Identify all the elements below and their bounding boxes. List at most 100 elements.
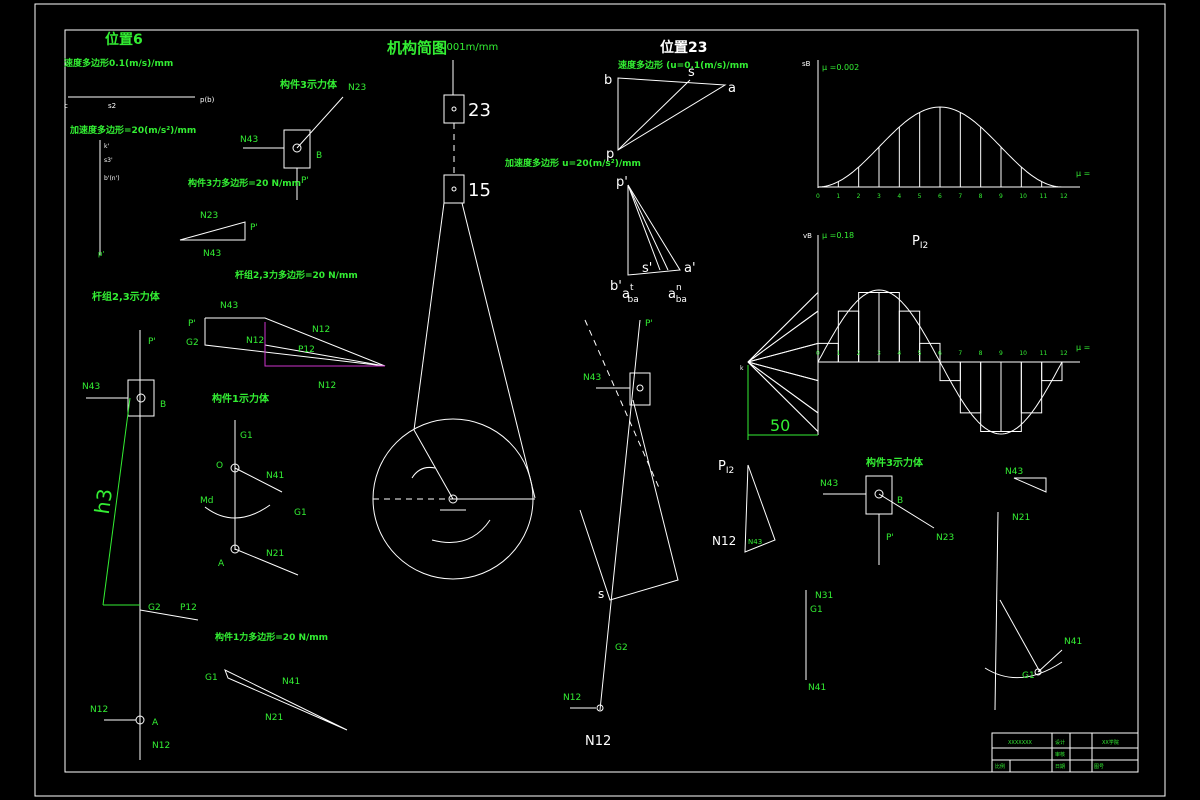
pin-right-o: [1034, 668, 1042, 676]
group23-p12-line: [264, 344, 386, 367]
label-p-right: p: [606, 147, 614, 162]
vb-tick-label: 3: [877, 350, 881, 357]
pin-o: [230, 463, 240, 473]
label-s2: s2: [108, 102, 116, 110]
coupler-left: [413, 202, 445, 431]
label-s3p: s3': [104, 157, 113, 164]
sb-tick-label: 11: [1040, 193, 1048, 200]
label-n31: N31: [815, 591, 833, 601]
label-s-right: s: [688, 65, 695, 80]
vb-tick-label: 0: [816, 350, 820, 357]
sb-axis-label: sB: [802, 60, 811, 68]
member1-right-diag: [999, 599, 1041, 673]
group23-force-polygon: [204, 317, 386, 367]
vb-step: [1020, 362, 1043, 414]
member1-poly-title: 构件1力多边形=20 N/mm: [215, 631, 328, 643]
label-g2-d: G2: [148, 603, 161, 613]
acc-poly-right-label: 加速度多边形 u=20(m/s²)/mm: [504, 157, 641, 169]
mech-scale: 0.001m/mm: [437, 42, 498, 53]
pi2-force-polygon: [744, 464, 776, 553]
vb-tick-label: 1: [836, 350, 840, 357]
pin-23: [451, 106, 457, 112]
dim-50-label: 50: [770, 416, 790, 435]
vb-step: [919, 342, 941, 362]
sb-curve: [817, 106, 1063, 188]
coupler-right: [461, 202, 536, 499]
phi-scale-1: μ =: [1076, 169, 1090, 178]
slider-23: [443, 94, 465, 124]
label-n43-s: N43: [1005, 467, 1023, 477]
sb-tick-label: 12: [1060, 193, 1068, 200]
pin-b-2: [136, 393, 146, 403]
label-a-e: A: [218, 559, 225, 569]
vel-poly-left-label: 速度多边形0.1(m/s)/mm: [64, 57, 173, 69]
inner-frame: [64, 29, 1139, 773]
group23-n12t-magenta: [264, 322, 385, 367]
label-n41-r2: N41: [1064, 637, 1082, 647]
vb-step: [878, 291, 900, 362]
pin-a-g: [596, 704, 604, 712]
phi-arc: [411, 467, 436, 479]
vb-step: [1041, 362, 1063, 382]
vb-tick-label: 5: [918, 350, 922, 357]
label-pp-r: P': [886, 533, 894, 543]
md-arc-right: [984, 661, 1063, 679]
vb-step: [817, 342, 839, 362]
member1-right-link: [994, 511, 999, 711]
label-s-g: s: [598, 587, 604, 601]
vb-step: [959, 362, 982, 414]
sb-tick-label: 6: [938, 193, 942, 200]
label-g2-c: G2: [186, 338, 199, 348]
sb-tick-label: 2: [857, 193, 861, 200]
sb-tick-label: 3: [877, 193, 881, 200]
label-g1-r: G1: [810, 605, 823, 615]
vb-step: [837, 310, 860, 362]
label-g1-e: G1: [240, 431, 253, 441]
member3-fbd-title-left: 构件3示力体: [280, 78, 338, 91]
pin-a-e: [230, 544, 240, 554]
md-arc: [204, 504, 271, 519]
slider-block-b-2: [127, 379, 155, 417]
vb-step: [898, 310, 921, 362]
label-pp-g: P': [645, 319, 653, 329]
label-n12-c: N12: [246, 336, 264, 346]
sb-tick-label: 7: [958, 193, 962, 200]
label-b-d: B: [160, 400, 166, 410]
tb-cell1: XXXXXXX: [1008, 740, 1033, 746]
position23-title: 位置23: [660, 39, 707, 56]
label-n43-g: N43: [583, 373, 601, 383]
vb-tick-label: 12: [1060, 350, 1068, 357]
n21-arrow-e: [234, 548, 299, 576]
vb-ray: [747, 310, 819, 363]
sb-tick-label: 9: [999, 193, 1003, 200]
member1-force-polygon: [224, 668, 348, 731]
pin-15: [451, 186, 457, 192]
n41-right-arrow: [1037, 649, 1063, 673]
vb-ray: [747, 361, 819, 382]
vb-tick-label: 2: [857, 350, 861, 357]
label-n12t-g: N12: [563, 693, 581, 703]
label-pp: p': [98, 250, 104, 258]
label-b-r: B: [897, 496, 903, 506]
label-n43-a: N43: [240, 135, 258, 145]
tb-cell5: 比例: [995, 763, 1005, 770]
label-pi2-left: PI2: [718, 459, 734, 476]
sb-tick-label: 4: [897, 193, 901, 200]
label-kp: k': [104, 143, 109, 150]
label-sacc: s': [642, 261, 652, 276]
p12-arrow-d: [139, 609, 199, 621]
sb-tick-label: 0: [816, 193, 820, 200]
label-c: c: [64, 102, 68, 110]
n23-arrow-r: [878, 493, 935, 529]
crank-radial: [413, 429, 454, 500]
slider-block-right: [865, 475, 893, 515]
label-n12b-c: N12: [312, 325, 330, 335]
title-block: XXXXXXX 设计 XX学院 审核 比例 图号 日期: [991, 732, 1139, 773]
vb-step: [1000, 362, 1022, 433]
vb-step: [858, 291, 880, 362]
member3-fbd-title-right: 构件3示力体: [866, 456, 924, 469]
